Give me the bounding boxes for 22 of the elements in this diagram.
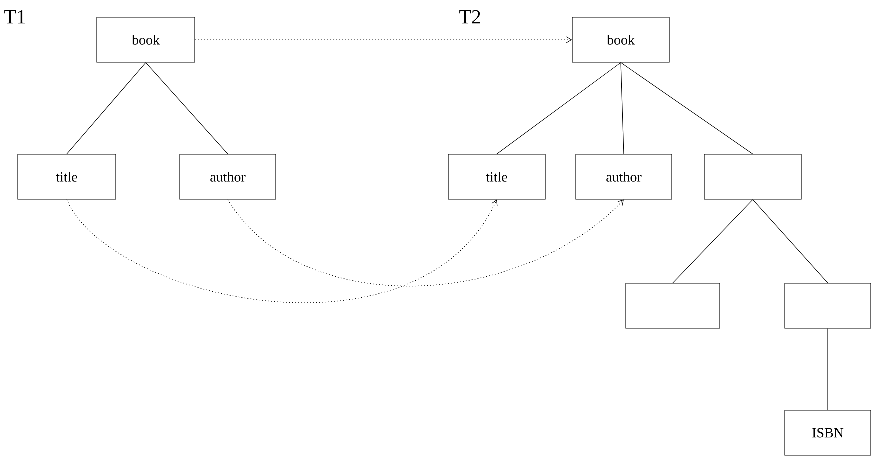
tree-node-box: title: [448, 154, 546, 200]
empty-box: [626, 283, 720, 329]
tree-edge: [496, 62, 622, 154]
tree-node-box: author: [180, 154, 276, 200]
tree-label: T1: [4, 10, 26, 24]
tree-node-box: author: [576, 154, 672, 200]
tree-node-box: book: [572, 17, 670, 63]
tree-edge: [672, 200, 754, 284]
tree-node-box: title: [18, 154, 116, 200]
tree-edge: [620, 62, 624, 154]
empty-box: [704, 154, 802, 200]
empty-box: [784, 283, 872, 329]
dotted-arrow: [66, 200, 498, 304]
tree-edge: [752, 200, 828, 284]
dotted-arrow: [228, 200, 624, 287]
tree-edge: [146, 62, 228, 154]
tree-label: T2: [460, 10, 480, 24]
tree-node-box: ISBN: [784, 410, 872, 456]
tree-edge: [66, 62, 146, 154]
tree-edge: [620, 62, 754, 154]
tree-node-box: book: [96, 17, 196, 63]
dotted-arrow: [195, 36, 572, 44]
